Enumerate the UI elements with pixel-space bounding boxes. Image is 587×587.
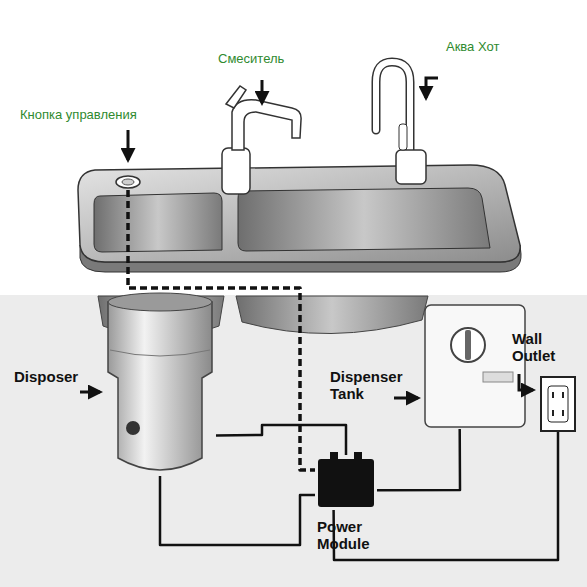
part-label: Dispenser Tank	[330, 368, 410, 403]
sink-top	[78, 165, 520, 262]
hot-faucet-outline	[376, 62, 410, 152]
part-label: Смеситель	[218, 52, 328, 67]
cabinet-background	[0, 295, 587, 587]
control-line	[128, 190, 315, 470]
left-basin	[94, 193, 222, 252]
outlet-slot	[562, 410, 564, 416]
outlet-face	[548, 386, 568, 422]
part-label: Аква Хот	[446, 40, 536, 55]
part-label: Power Module	[317, 518, 387, 553]
hot-faucet-neck	[376, 62, 410, 152]
mixer-base	[222, 148, 250, 194]
power-module-node: Power Module	[315, 455, 377, 510]
module-plug	[330, 452, 338, 460]
control-button	[116, 176, 140, 188]
tank-badge	[483, 372, 513, 382]
tank-knob-grip	[465, 330, 471, 360]
tank-knob	[451, 328, 485, 362]
mixer-node: Смеситель	[215, 85, 305, 195]
module-plug	[354, 452, 362, 460]
outlet-node: Wall Outlet	[540, 376, 576, 432]
mixer-spout	[232, 100, 301, 150]
hot-faucet-lever	[399, 124, 407, 150]
outlet-slot	[562, 392, 564, 398]
leader-arrow	[261, 80, 264, 103]
power-cord	[160, 476, 315, 545]
part-label: Кнопка управления	[20, 108, 185, 123]
disposer-ring	[108, 293, 212, 311]
disposer-seam	[110, 350, 210, 356]
leader-arrow	[394, 397, 418, 400]
outlet-plate	[541, 377, 575, 431]
control-button-node: Кнопка управления	[113, 172, 143, 190]
power-cord	[377, 429, 460, 490]
power-cord	[216, 425, 346, 455]
right-basin	[238, 188, 490, 251]
power-module-box	[318, 459, 374, 507]
leader-arrow	[426, 78, 438, 98]
outlet-slot	[552, 410, 554, 416]
tank-node: Dispenser Tank	[424, 303, 526, 429]
disposer-body	[108, 302, 212, 470]
right-bowl	[236, 296, 428, 334]
tank-body	[425, 305, 525, 427]
part-label: Wall Outlet	[512, 330, 578, 365]
control-button-center	[122, 179, 134, 185]
disposer-node: Disposer	[104, 300, 216, 476]
part-label: Disposer	[14, 368, 96, 385]
disposer-logo	[126, 421, 140, 435]
hot-faucet-base	[396, 150, 426, 184]
leader-arrow	[519, 374, 533, 390]
leader-arrow	[127, 130, 130, 160]
leader-arrow	[80, 391, 100, 394]
outlet-slot	[552, 392, 554, 398]
hot-faucet-node: Аква Хот	[368, 58, 440, 186]
mixer-lever	[226, 86, 246, 108]
